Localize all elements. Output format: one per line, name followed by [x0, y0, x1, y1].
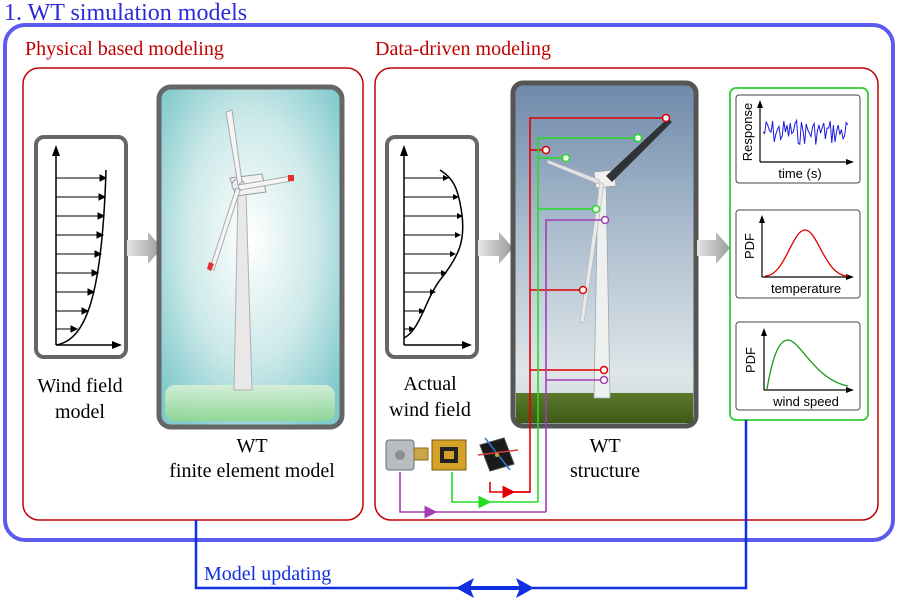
response-ylabel: Response: [740, 103, 755, 162]
datadriven-heading: Data-driven modeling: [375, 38, 551, 60]
arrow-icon: [478, 232, 513, 264]
fe-model-label-1: WT: [236, 435, 267, 457]
wind-field-label-2: model: [55, 401, 105, 423]
temperature-sensor-icon: [478, 438, 518, 471]
actual-wind-field-panel: [387, 137, 477, 357]
windspeed-ylabel: PDF: [743, 347, 758, 373]
strain-gauge-icon: [432, 440, 466, 470]
model-updating-label: Model updating: [204, 563, 331, 585]
windspeed-pdf-plot: PDF wind speed: [736, 322, 860, 410]
temperature-ylabel: PDF: [742, 233, 757, 259]
temperature-xlabel: temperature: [771, 281, 841, 296]
fe-model-label-2: finite element model: [169, 460, 335, 482]
physical-heading: Physical based modeling: [25, 38, 224, 60]
fe-model-panel: [159, 87, 342, 427]
windspeed-xlabel: wind speed: [772, 394, 839, 409]
response-plot: Response time (s): [736, 95, 860, 183]
wt-structure-label-2: structure: [570, 460, 640, 482]
wt-structure-photo: [513, 83, 696, 426]
actual-wind-label-1: Actual: [403, 373, 457, 395]
temperature-pdf-plot: PDF temperature: [736, 210, 860, 298]
arrow-icon: [697, 232, 730, 264]
diagram-title: 1. WT simulation models: [4, 0, 247, 26]
actual-wind-label-2: wind field: [389, 399, 471, 421]
accelerometer-icon: [386, 440, 428, 470]
response-xlabel: time (s): [778, 166, 821, 181]
wind-field-model-panel: [36, 137, 126, 357]
wt-structure-label-1: WT: [589, 435, 620, 457]
wind-field-label-1: Wind field: [37, 375, 122, 397]
double-arrow-icon: [456, 578, 534, 598]
